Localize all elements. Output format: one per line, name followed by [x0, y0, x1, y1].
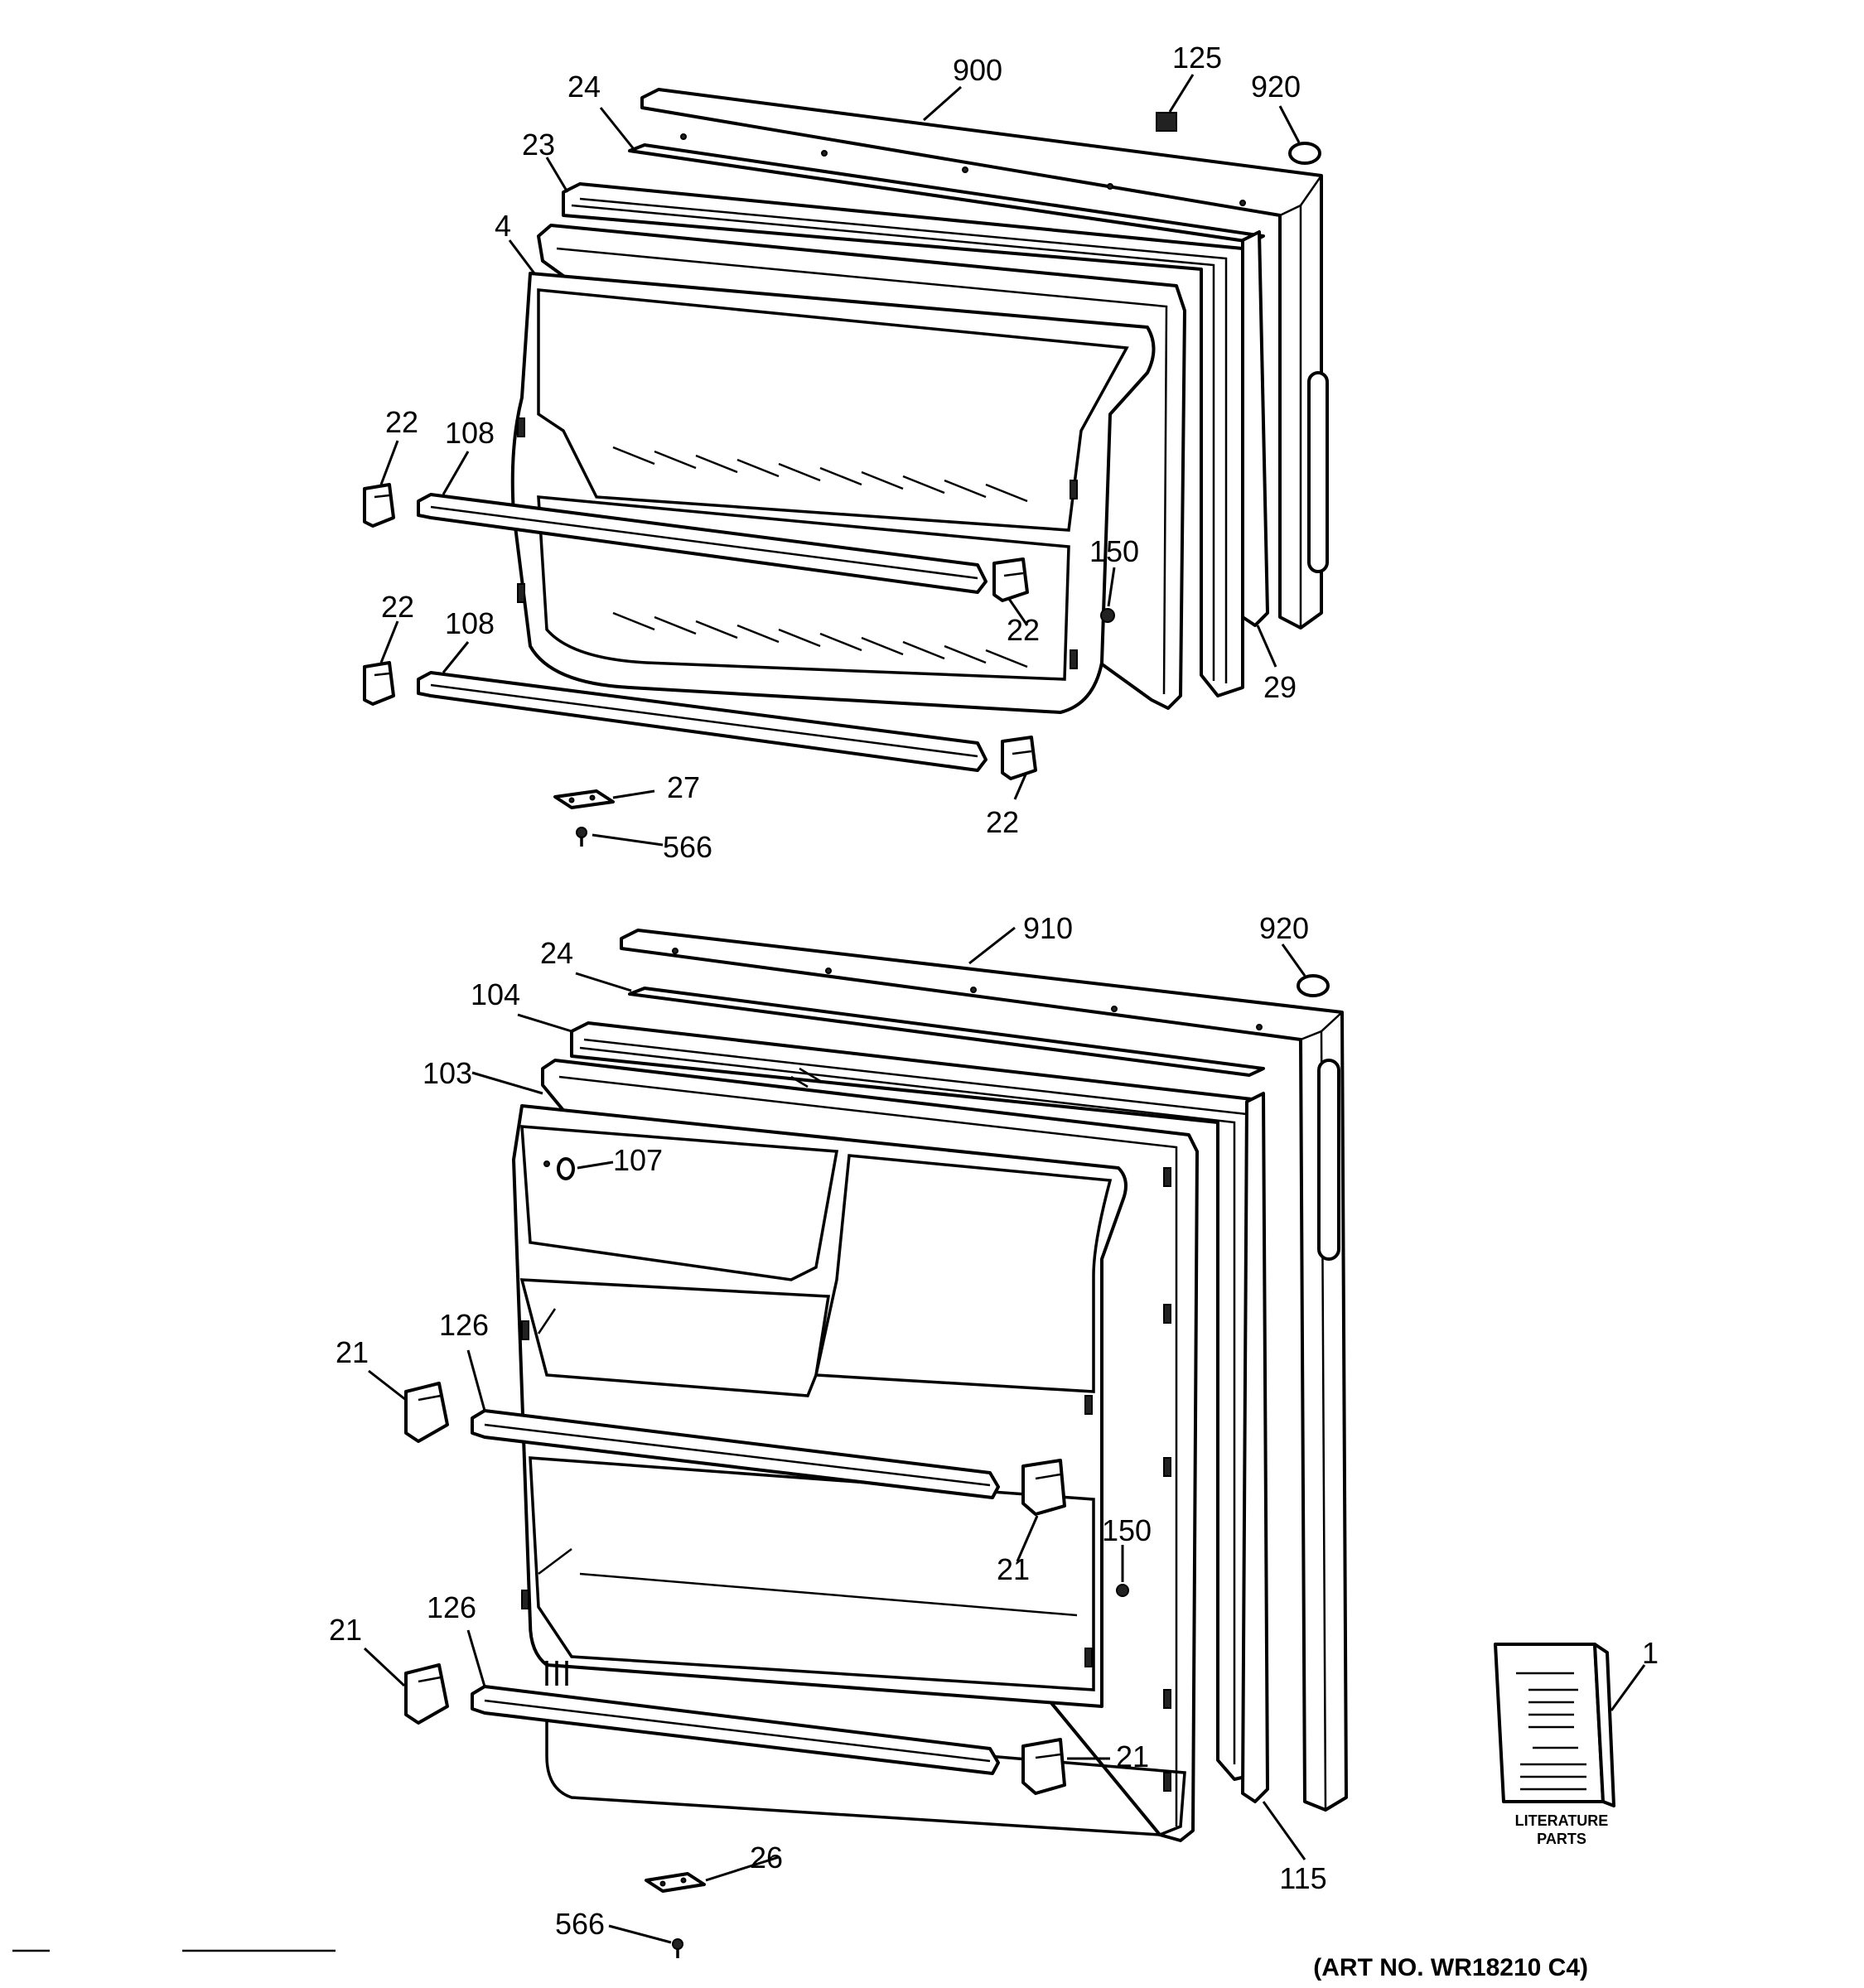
literature-label-line1: LITERATURE: [1515, 1812, 1609, 1829]
callout-4: 4: [495, 209, 511, 243]
fresh-food-shelf-bracket-lower-right: [1021, 1738, 1066, 1795]
callout-910: 910: [1023, 911, 1073, 945]
fresh-food-hinge-bracket-26: [645, 1872, 706, 1893]
leader-lines: [363, 74, 1646, 1944]
callout-21-upper-left: 21: [336, 1335, 369, 1369]
freezer-door-assembly: [363, 88, 1329, 847]
callout-23: 23: [522, 128, 555, 162]
fresh-food-outer-door-panel: [620, 929, 1348, 1812]
callout-21-upper-right: 21: [997, 1552, 1030, 1586]
freezer-shelf-bracket-upper-left: [363, 483, 395, 528]
freezer-door-top-strip: [628, 143, 1265, 244]
callout-115: 115: [1279, 1861, 1326, 1895]
plug-920-upper: [1288, 142, 1321, 165]
fresh-food-shelf-bracket-upper-right: [1021, 1459, 1066, 1516]
callout-22-lower-right: 22: [986, 805, 1019, 839]
fresh-food-shelf-bar-upper: [471, 1409, 1000, 1499]
freezer-hinge-screw-566: [576, 827, 587, 847]
freezer-hinge-bracket-27: [553, 789, 615, 809]
fresh-food-screw-150: [1116, 1584, 1129, 1597]
callout-108-upper: 108: [445, 416, 495, 450]
literature-parts-booklet: LITERATURE PARTS: [1494, 1643, 1615, 1847]
fresh-food-door-side-strip: [1241, 1092, 1269, 1803]
freezer-shelf-bar-upper: [417, 493, 988, 594]
freezer-shelf-ribs-upper: [612, 446, 1028, 503]
callout-labels: 900 125 920 24 23 4 22 108 150 22 22 108…: [329, 41, 1659, 1941]
callout-126-lower: 126: [427, 1590, 476, 1624]
callout-29: 29: [1263, 670, 1297, 704]
freezer-outer-door-panel: [640, 88, 1329, 630]
freezer-shelf-ribs-lower: [612, 611, 1028, 668]
callout-920-upper: 920: [1251, 70, 1301, 104]
callout-21-lower-left: 21: [329, 1613, 362, 1647]
plug-920-lower: [1297, 974, 1330, 997]
literature-label-line2: PARTS: [1537, 1831, 1586, 1847]
callout-24-lower: 24: [540, 936, 573, 970]
callout-27: 27: [667, 770, 700, 804]
callout-24-upper: 24: [567, 70, 601, 104]
callout-150-upper: 150: [1089, 534, 1139, 568]
fresh-food-shelf-bar-lower: [471, 1685, 1000, 1775]
fresh-food-door-assembly: [404, 929, 1348, 1958]
callout-107: 107: [613, 1143, 663, 1177]
callout-125: 125: [1172, 41, 1222, 75]
callout-900: 900: [953, 53, 1002, 87]
fresh-food-control-dial-107: [543, 1157, 575, 1180]
callout-108-lower: 108: [445, 606, 495, 640]
callout-150-lower: 150: [1102, 1513, 1152, 1547]
callout-22-lower-left: 22: [381, 590, 414, 624]
fresh-food-hinge-screw-566: [672, 1938, 683, 1958]
callout-21-lower-right: 21: [1116, 1740, 1149, 1773]
callout-26: 26: [750, 1841, 783, 1875]
freezer-shelf-bracket-upper-right: [992, 557, 1029, 602]
callout-566-upper: 566: [663, 830, 712, 864]
freezer-liner-bins: [510, 272, 1156, 714]
callout-104: 104: [471, 977, 520, 1011]
callout-1: 1: [1642, 1636, 1659, 1670]
callout-126-upper: 126: [439, 1308, 489, 1342]
callout-22-upper-left: 22: [385, 405, 418, 439]
freezer-shelf-bracket-lower-right: [1001, 736, 1037, 780]
freezer-door-gasket: [562, 182, 1244, 697]
callout-22-upper-right: 22: [1007, 613, 1040, 647]
freezer-door-side-strip: [1241, 230, 1269, 627]
art-number: (ART NO. WR18210 C4): [1313, 1954, 1588, 1981]
fresh-food-door-top-strip: [628, 987, 1265, 1077]
plug-125: [1156, 112, 1177, 132]
freezer-shelf-bracket-lower-left: [363, 661, 395, 706]
freezer-screw-150: [1100, 608, 1115, 623]
fresh-food-shelf-bracket-lower-left: [404, 1663, 449, 1725]
callout-566-lower: 566: [555, 1907, 605, 1941]
freezer-shelf-bar-lower: [417, 671, 988, 772]
fresh-food-liner-bins: [512, 1067, 1186, 1836]
callout-920-lower: 920: [1259, 911, 1309, 945]
fresh-food-shelf-bracket-upper-left: [404, 1382, 449, 1443]
callout-103: 103: [423, 1056, 472, 1090]
